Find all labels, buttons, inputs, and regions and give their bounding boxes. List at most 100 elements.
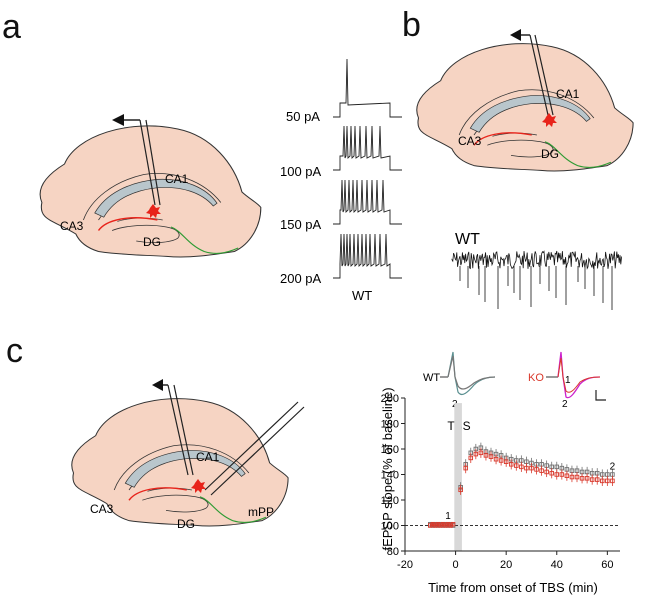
neuron-star-b [542,113,557,127]
panel-a: a CA1 CA3 DG 50 pA 100 pA 150 pA 200 pA … [2,8,402,303]
panel-c: c CA1 CA3 DG mPP WT 2 KO 1 2 f [6,332,620,595]
data-point-ko [445,521,451,527]
firing-trace [333,125,402,171]
genotype-label-a: WT [352,288,372,303]
inset-ko: KO 1 2 [528,351,606,410]
panel-letter-b: b [402,6,421,44]
data-point-ko [478,450,484,456]
data-point-ko [554,472,560,477]
arrowhead-b [510,29,521,41]
y-tick-label: 160 [381,444,399,456]
data-point-ko [488,454,494,459]
data-point-ko [549,470,554,476]
current-label-100: 100 pA [280,164,322,179]
data-point-ko [569,474,575,480]
data-point-ko [473,451,479,457]
y-tick-label: 140 [381,470,399,482]
data-point-wt [554,464,560,470]
panel-letter-c: c [6,332,23,370]
firing-trace [333,58,402,118]
ltp-chart: fEPSP slope (% of baseline) Time from on… [380,387,620,595]
data-point-ko [524,465,529,471]
firing-trace [333,233,402,279]
timepoint-label-2: 2 [610,461,616,472]
data-point-ko [514,463,519,468]
data-point-ko [610,478,615,484]
y-tick-label: 120 [381,495,399,507]
inset-ko-marker-1: 1 [565,375,571,386]
data-point-ko [564,473,570,479]
label-ca3-b: CA3 [458,134,482,148]
data-point-ko [594,477,600,482]
label-ca1-a: CA1 [165,172,189,186]
data-point-ko [519,464,524,470]
data-point-ko [428,523,433,528]
panel-b: b CA1 CA3 DG WT [402,6,634,310]
tbs-bar [454,403,462,551]
genotype-label-b: WT [455,231,480,248]
data-point-ko [529,465,534,471]
data-point-ko [448,523,453,528]
scale-bar [595,390,606,401]
arrowhead-a [112,114,124,126]
data-point-ko [468,455,474,461]
data-point-ko [534,467,539,472]
current-labels: 50 pA 100 pA 150 pA 200 pA [280,109,322,286]
inset-wt-label: WT [423,372,440,384]
neuron-star-c [191,479,206,493]
firing-traces [333,58,402,279]
current-label-150: 150 pA [280,217,322,232]
recording-electrode-c [167,384,194,476]
recording-electrode-b [529,34,554,116]
data-point-ko [443,523,448,528]
label-dg-b: DG [541,147,559,161]
x-tick-label: 60 [601,559,613,571]
label-ca1-b: CA1 [556,87,580,101]
data-point-ko [450,521,456,527]
current-label-50: 50 pA [286,109,320,124]
data-point-ko [589,477,595,482]
spontaneous-activity-trace [451,250,622,310]
label-ca3-c: CA3 [90,502,114,516]
current-label-200: 200 pA [280,271,322,286]
x-tick-label: -20 [397,559,413,571]
data-point-ko [600,478,605,484]
data-point-ko [508,462,514,467]
data-point-ko [430,521,436,527]
stimulating-electrode [204,401,305,496]
label-dg-c: DG [177,517,195,531]
inset-ko-trace-2 [557,357,601,393]
y-tick-label: 100 [381,521,399,533]
inset-ko-marker-2: 2 [562,399,568,410]
inset-wt: WT 2 [423,351,496,410]
data-point-ko [498,458,504,463]
data-point-ko [438,523,443,528]
data-point-ko [574,474,580,480]
data-point-ko [440,521,446,527]
data-point-ko [463,465,468,471]
recording-electrode-a [139,119,161,206]
timepoint-label-1: 1 [445,511,451,522]
x-tick-label: 0 [453,559,459,571]
y-axis-title: fEPSP slope (% of baseline) [380,387,395,550]
trace-noise [451,250,622,270]
label-dg-a: DG [143,235,161,249]
data-point-ko [559,472,565,477]
arrowhead-c [152,379,163,391]
y-tick-label: 80 [387,546,399,558]
label-ca1-c: CA1 [196,450,220,464]
data-point-ko [458,487,463,493]
data-point-ko [503,459,509,465]
firing-trace [333,179,402,225]
y-tick-label: 180 [381,419,399,431]
label-ca3-a: CA3 [60,219,84,233]
y-tick-label: 200 [381,393,399,405]
inset-wt-trace-2 [447,355,496,390]
inset-ko-label: KO [528,372,544,384]
neuron-star-a [146,204,161,218]
data-point-ko [539,468,544,473]
data-point-ko [605,478,610,484]
label-mpp: mPP [248,505,274,519]
